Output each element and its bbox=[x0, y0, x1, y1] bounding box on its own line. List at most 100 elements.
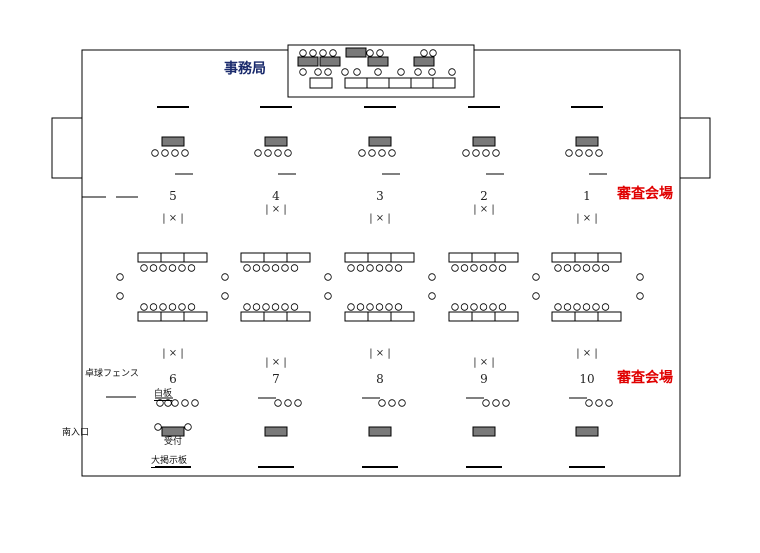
court-separator: | × | bbox=[473, 204, 495, 215]
judge-desk bbox=[575, 136, 599, 147]
chair bbox=[262, 264, 270, 272]
player-table bbox=[597, 311, 622, 322]
chair bbox=[498, 303, 507, 311]
chair bbox=[482, 149, 490, 157]
chair bbox=[492, 149, 500, 157]
chair bbox=[366, 303, 374, 311]
chair bbox=[324, 68, 332, 76]
chair bbox=[324, 292, 332, 300]
chair bbox=[592, 264, 600, 272]
player-table bbox=[494, 311, 519, 322]
chair bbox=[281, 264, 289, 272]
chair bbox=[573, 303, 581, 311]
chair bbox=[184, 423, 192, 431]
chair bbox=[451, 264, 459, 272]
office-desk bbox=[345, 47, 367, 58]
chair bbox=[595, 399, 603, 407]
chair bbox=[462, 149, 470, 157]
player-table bbox=[344, 252, 369, 263]
chair bbox=[563, 264, 572, 272]
office-table bbox=[366, 77, 390, 89]
chair bbox=[314, 68, 322, 76]
chair bbox=[341, 68, 349, 76]
chair bbox=[281, 303, 289, 311]
player-table bbox=[367, 252, 392, 263]
player-table bbox=[367, 311, 392, 322]
player-table bbox=[448, 311, 473, 322]
chair bbox=[178, 264, 186, 272]
chair bbox=[181, 399, 189, 407]
player-table bbox=[160, 311, 185, 322]
chair bbox=[319, 49, 327, 57]
chair bbox=[191, 399, 199, 407]
player-table bbox=[183, 252, 208, 263]
chair bbox=[595, 149, 603, 157]
whiteboard-label: 白板 bbox=[154, 389, 173, 401]
player-table bbox=[137, 252, 162, 263]
office-desk bbox=[367, 56, 389, 67]
chair bbox=[498, 264, 507, 272]
chair bbox=[271, 303, 280, 311]
chair bbox=[565, 149, 573, 157]
table-tennis-fence-label: 卓球フェンス bbox=[85, 369, 139, 379]
hall-wall bbox=[81, 49, 681, 477]
chair bbox=[428, 273, 436, 281]
chair bbox=[375, 264, 384, 272]
judge-desk bbox=[368, 426, 392, 437]
chair bbox=[252, 264, 261, 272]
chair bbox=[243, 303, 251, 311]
chair bbox=[394, 303, 403, 311]
chair bbox=[388, 399, 396, 407]
chair bbox=[532, 292, 540, 300]
chair bbox=[140, 303, 148, 311]
judge-desk bbox=[161, 426, 185, 437]
chair bbox=[385, 303, 393, 311]
chair bbox=[601, 264, 610, 272]
player-table bbox=[183, 311, 208, 322]
chair bbox=[420, 49, 428, 57]
court-separator: | × | bbox=[265, 357, 287, 368]
office-table bbox=[432, 77, 456, 89]
office-table bbox=[388, 77, 412, 89]
east-door bbox=[679, 117, 711, 179]
chair bbox=[575, 149, 583, 157]
chair bbox=[385, 264, 393, 272]
chair bbox=[470, 264, 478, 272]
office-table bbox=[309, 77, 333, 89]
player-table bbox=[448, 252, 473, 263]
chair bbox=[428, 292, 436, 300]
chair bbox=[356, 264, 365, 272]
chair bbox=[252, 303, 261, 311]
chair bbox=[171, 399, 179, 407]
court-number-10: 10 bbox=[579, 372, 595, 386]
chair bbox=[187, 303, 196, 311]
chair bbox=[489, 264, 497, 272]
judging-area-label-bottom: 審査会場 bbox=[617, 370, 673, 386]
player-table bbox=[286, 311, 311, 322]
chair bbox=[154, 423, 162, 431]
chair bbox=[492, 399, 500, 407]
chair bbox=[290, 303, 299, 311]
court-number-7: 7 bbox=[272, 372, 280, 386]
chair bbox=[582, 303, 591, 311]
player-table bbox=[574, 311, 599, 322]
player-table bbox=[160, 252, 185, 263]
chair bbox=[592, 303, 600, 311]
chair bbox=[347, 264, 355, 272]
reception-label: 受付 bbox=[164, 437, 183, 447]
chair bbox=[414, 68, 422, 76]
chair bbox=[451, 303, 459, 311]
court-number-2: 2 bbox=[480, 189, 488, 203]
chair bbox=[636, 273, 644, 281]
court-separator: | × | bbox=[369, 348, 391, 359]
chair bbox=[374, 68, 382, 76]
office-table bbox=[344, 77, 368, 89]
chair bbox=[532, 273, 540, 281]
chair bbox=[554, 264, 562, 272]
chair bbox=[271, 264, 280, 272]
office-desk bbox=[413, 56, 435, 67]
court-number-9: 9 bbox=[480, 372, 488, 386]
chair bbox=[366, 49, 374, 57]
south-entrance-label: 南入口 bbox=[62, 428, 90, 438]
player-table bbox=[390, 311, 415, 322]
